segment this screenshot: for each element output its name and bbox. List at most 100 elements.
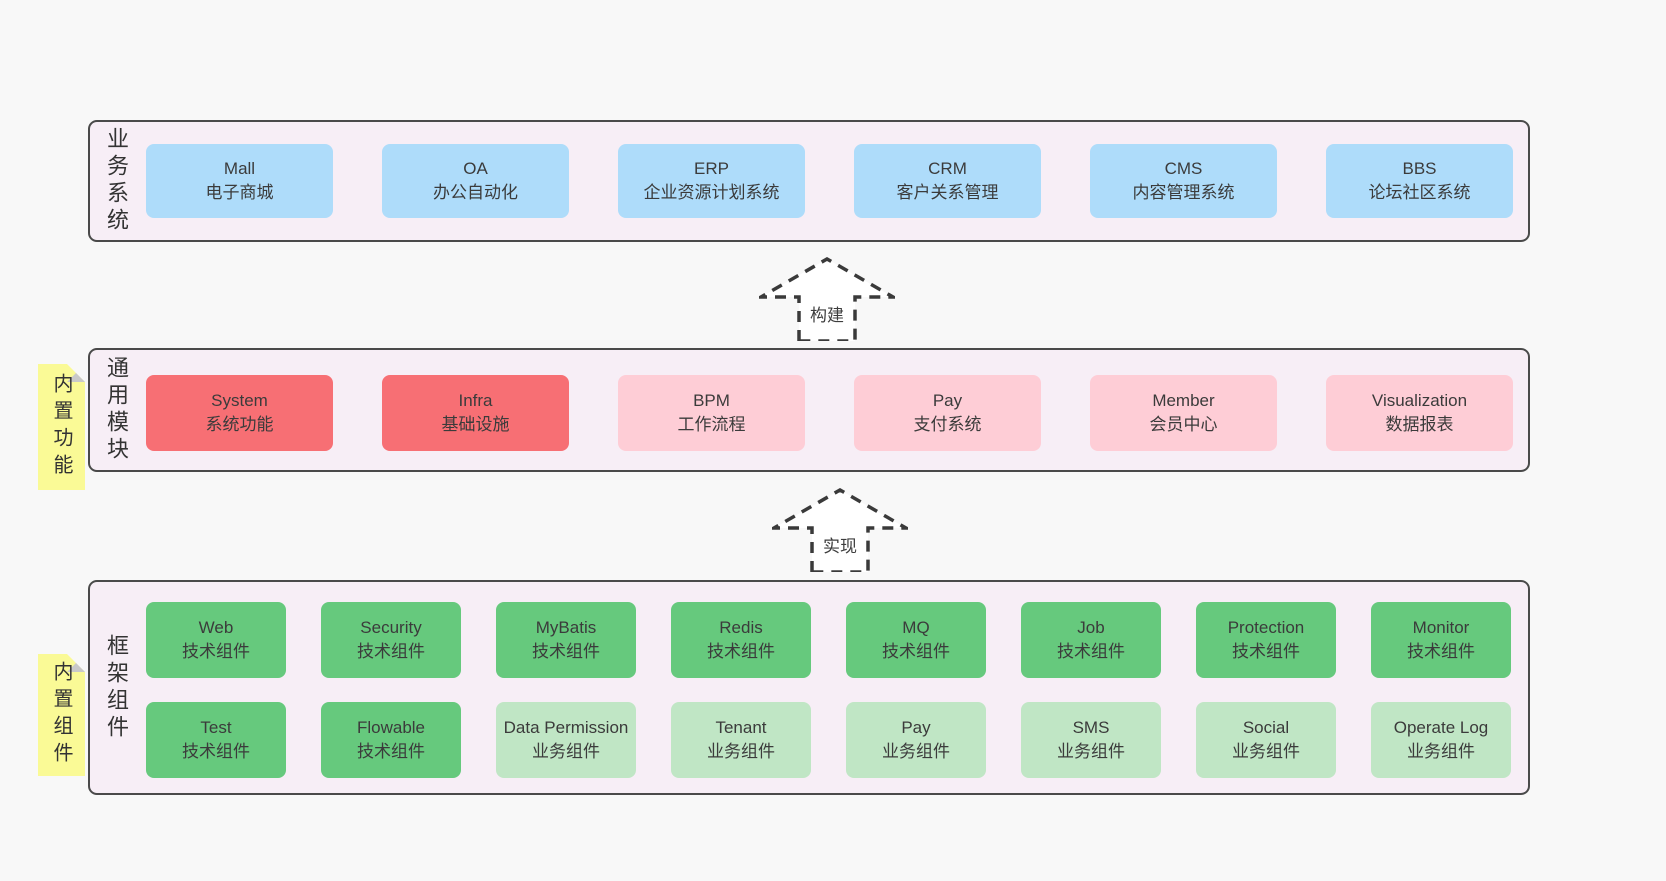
box-title: MQ xyxy=(902,618,930,638)
box-subtitle: 技术组件 xyxy=(1407,642,1475,661)
box-subtitle: 电子商城 xyxy=(205,183,274,202)
module-box-crm: CRM 客户关系管理 xyxy=(854,144,1041,218)
box-subtitle: 技术组件 xyxy=(357,642,425,661)
box-title: Web xyxy=(198,618,234,638)
box-subtitle: 内容管理系统 xyxy=(1132,183,1235,202)
box-title: Data Permission xyxy=(503,718,629,738)
module-box-member: Member 会员中心 xyxy=(1090,375,1277,451)
box-subtitle: 系统功能 xyxy=(205,415,274,434)
box-title: BBS xyxy=(1402,159,1437,179)
box-subtitle: 技术组件 xyxy=(357,742,425,761)
arrow-build: 构建 xyxy=(759,257,895,341)
box-subtitle: 企业资源计划系统 xyxy=(643,183,780,202)
box-subtitle: 技术组件 xyxy=(182,742,250,761)
arrow-label: 实现 xyxy=(823,537,857,556)
module-box-web: Web 技术组件 xyxy=(146,602,286,678)
module-box-infra: Infra 基础设施 xyxy=(382,375,569,451)
module-box-bpm: BPM 工作流程 xyxy=(618,375,805,451)
box-title: Test xyxy=(200,718,232,738)
box-title: Social xyxy=(1242,718,1290,738)
module-box-tenant: Tenant 业务组件 xyxy=(671,702,811,778)
box-subtitle: 业务组件 xyxy=(707,742,775,761)
module-box-mall: Mall 电子商城 xyxy=(146,144,333,218)
arrow-label: 构建 xyxy=(810,306,844,325)
band-label: 业务系统 xyxy=(104,127,129,235)
module-box-oa: OA 办公自动化 xyxy=(382,144,569,218)
module-box-visualization: Visualization 数据报表 xyxy=(1326,375,1513,451)
box-subtitle: 业务组件 xyxy=(882,742,950,761)
box-title: Visualization xyxy=(1371,391,1468,411)
box-title: Member xyxy=(1152,391,1215,411)
box-subtitle: 基础设施 xyxy=(441,415,510,434)
band-boxes-row: Mall 电子商城 OA 办公自动化 ERP 企业资源计划系统 CRM 客户关系管理 CMS 内容… xyxy=(146,144,1513,218)
module-box-social: Social 业务组件 xyxy=(1196,702,1336,778)
box-subtitle: 技术组件 xyxy=(1057,642,1125,661)
module-box-mybatis: MyBatis 技术组件 xyxy=(496,602,636,678)
module-box-cms: CMS 内容管理系统 xyxy=(1090,144,1277,218)
band-business-systems: 业务系统 Mall 电子商城 OA 办公自动化 ERP 企业资源计划系统 CRM 客户关系管理… xyxy=(88,120,1530,242)
module-box-bbs: BBS 论坛社区系统 xyxy=(1326,144,1513,218)
sticky-note-builtin-components: 内置组件 xyxy=(38,654,85,776)
module-box-security: Security 技术组件 xyxy=(321,602,461,678)
module-box-test: Test 技术组件 xyxy=(146,702,286,778)
module-box-redis: Redis 技术组件 xyxy=(671,602,811,678)
box-subtitle: 技术组件 xyxy=(882,642,950,661)
module-box-flowable: Flowable 技术组件 xyxy=(321,702,461,778)
sticky-label: 内置功能 xyxy=(50,373,72,481)
box-subtitle: 业务组件 xyxy=(532,742,600,761)
box-subtitle: 工作流程 xyxy=(677,415,746,434)
module-box-data-permission: Data Permission 业务组件 xyxy=(496,702,636,778)
box-title: Flowable xyxy=(356,718,426,738)
box-subtitle: 支付系统 xyxy=(913,415,982,434)
band-label: 通用模块 xyxy=(104,356,129,464)
box-title: Security xyxy=(360,618,422,638)
box-title: CMS xyxy=(1164,159,1203,179)
box-title: Tenant xyxy=(715,718,767,738)
box-title: OA xyxy=(463,159,488,179)
module-box-mq: MQ 技术组件 xyxy=(846,602,986,678)
box-title: MyBatis xyxy=(535,618,597,638)
sticky-note-builtin-features: 内置功能 xyxy=(38,364,85,490)
arrow-implement: 实现 xyxy=(772,488,908,572)
box-subtitle: 业务组件 xyxy=(1407,742,1475,761)
module-box-erp: ERP 企业资源计划系统 xyxy=(618,144,805,218)
box-subtitle: 技术组件 xyxy=(1232,642,1300,661)
box-title: Job xyxy=(1077,618,1105,638)
box-title: ERP xyxy=(694,159,729,179)
box-subtitle: 办公自动化 xyxy=(433,183,518,202)
dashed-up-arrow-icon xyxy=(759,257,895,341)
box-title: Mall xyxy=(223,159,256,179)
box-subtitle: 论坛社区系统 xyxy=(1368,183,1471,202)
module-box-job: Job 技术组件 xyxy=(1021,602,1161,678)
box-subtitle: 技术组件 xyxy=(182,642,250,661)
module-box-operate-log: Operate Log 业务组件 xyxy=(1371,702,1511,778)
box-subtitle: 客户关系管理 xyxy=(896,183,999,202)
box-title: Protection xyxy=(1227,618,1305,638)
box-subtitle: 数据报表 xyxy=(1385,415,1454,434)
dashed-up-arrow-icon xyxy=(772,488,908,572)
box-subtitle: 会员中心 xyxy=(1149,415,1218,434)
box-title: Redis xyxy=(719,618,763,638)
module-box-protection: Protection 技术组件 xyxy=(1196,602,1336,678)
box-title: Monitor xyxy=(1412,618,1470,638)
box-subtitle: 业务组件 xyxy=(1232,742,1300,761)
box-title: Operate Log xyxy=(1393,718,1489,738)
box-subtitle: 技术组件 xyxy=(707,642,775,661)
box-title: CRM xyxy=(928,159,967,179)
box-title: Infra xyxy=(458,391,493,411)
box-subtitle: 业务组件 xyxy=(1057,742,1125,761)
box-title: BPM xyxy=(693,391,730,411)
sticky-label: 内置组件 xyxy=(50,661,72,769)
band-label: 框架组件 xyxy=(104,633,129,742)
box-title: SMS xyxy=(1072,718,1110,738)
box-subtitle: 技术组件 xyxy=(532,642,600,661)
